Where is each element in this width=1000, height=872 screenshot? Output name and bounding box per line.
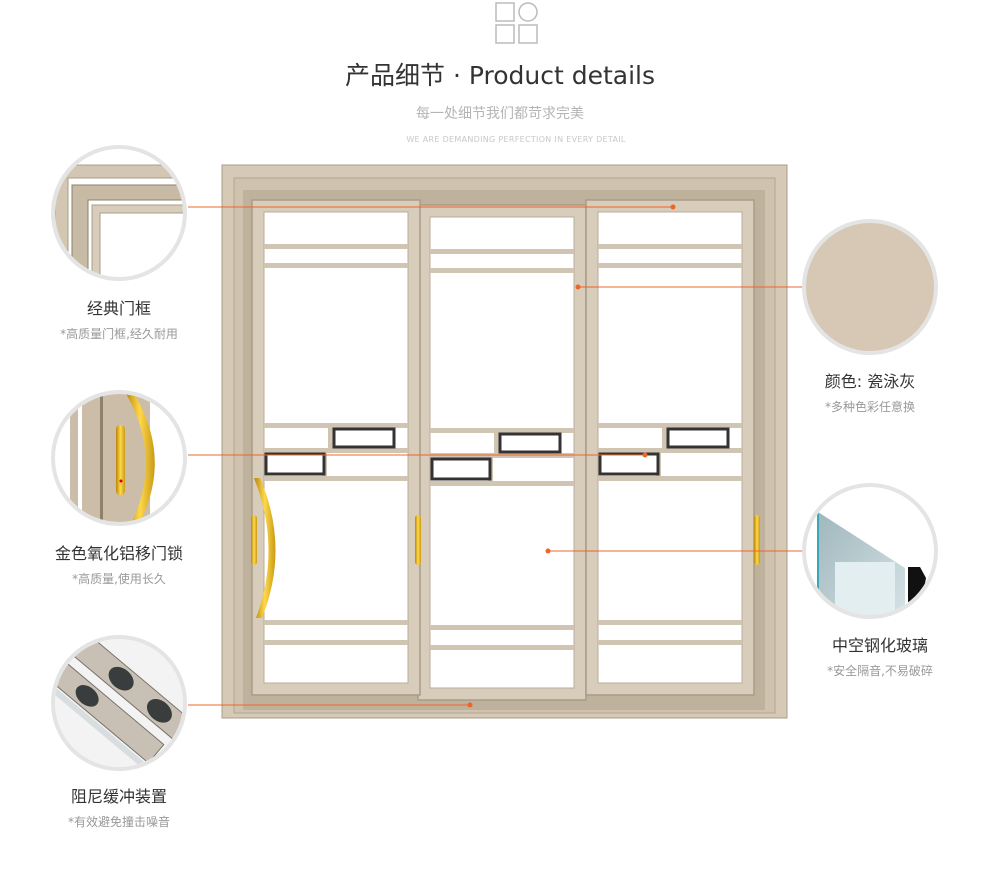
feature-title: 金色氧化铝移门锁 bbox=[54, 544, 183, 563]
feature-note: *高质量门框,经久耐用 bbox=[60, 327, 178, 341]
leader-lines bbox=[188, 206, 803, 706]
feature-gold-lock: 金色氧化铝移门锁 *高质量,使用长久 bbox=[9, 540, 229, 587]
sliding-door bbox=[221, 164, 788, 719]
page-title: 产品细节 · Product details bbox=[345, 61, 655, 90]
door-panel-right bbox=[584, 198, 756, 697]
feature-glass: 中空钢化玻璃 *安全隔音,不易破碎 bbox=[770, 632, 990, 679]
door-frame-corner-image bbox=[51, 145, 187, 281]
feature-note: *多种色彩任意换 bbox=[824, 400, 915, 414]
feature-title: 中空钢化玻璃 bbox=[831, 636, 928, 655]
feature-damper: 阻尼缓冲装置 *有效避免撞击噪音 bbox=[9, 783, 229, 830]
feature-title: 经典门框 bbox=[86, 299, 151, 318]
damper-roller-image bbox=[51, 635, 187, 771]
door-panel-left bbox=[250, 198, 422, 697]
feature-note: *有效避免撞击噪音 bbox=[67, 815, 170, 829]
tempered-glass-image bbox=[802, 483, 938, 619]
gold-handle-icon bbox=[254, 478, 276, 618]
feature-door-frame: 经典门框 *高质量门框,经久耐用 bbox=[9, 295, 229, 342]
door-panel-middle bbox=[416, 203, 588, 702]
feature-color: 颜色: 瓷泳灰 *多种色彩任意换 bbox=[760, 368, 980, 415]
gold-lock-image bbox=[51, 390, 187, 526]
color-swatch bbox=[802, 219, 938, 355]
lock-icon bbox=[415, 515, 421, 565]
feature-note: *安全隔音,不易破碎 bbox=[827, 664, 933, 678]
grid-shapes-icon bbox=[495, 2, 538, 44]
feature-note: *高质量,使用长久 bbox=[72, 572, 166, 586]
lock-icon bbox=[251, 515, 257, 565]
page-subtitle: 每一处细节我们都苛求完美 bbox=[416, 106, 584, 122]
feature-title: 阻尼缓冲装置 bbox=[70, 787, 167, 806]
lock-icon bbox=[754, 515, 760, 565]
page-subtitle-english: WE ARE DEMANDING PERFECTION IN EVERY DET… bbox=[406, 135, 626, 144]
feature-title: 颜色: 瓷泳灰 bbox=[824, 372, 916, 391]
leader-dots bbox=[467, 204, 676, 708]
